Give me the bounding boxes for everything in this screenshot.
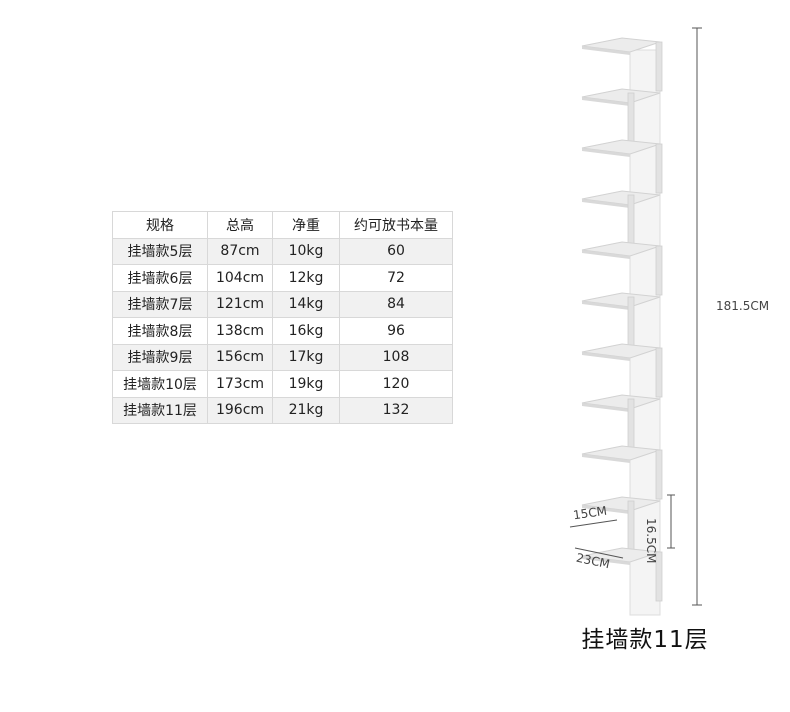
shelf-edge [582,148,630,157]
cell-weight: 19kg [272,370,340,398]
cell-spec: 挂墙款8层 [112,317,208,345]
cell-weight: 16kg [272,317,340,345]
shelf-divider [655,41,663,92]
table-header-row: 规格 总高 净重 约可放书本量 [112,211,453,239]
cell-weight: 10kg [272,237,340,265]
bookshelf-illustration: 181.5CM 15CM 16.5CM 23CM [545,20,769,620]
shelf-divider [627,296,635,347]
shelf-divider [627,194,635,245]
shelf-edge [582,250,630,259]
shelf-edge [582,97,630,106]
header-net-weight: 净重 [272,211,340,239]
shelf-edge [582,301,630,310]
shelf-divider [655,347,663,398]
shelf-edge [582,556,630,565]
cell-capacity: 60 [339,237,453,265]
header-book-capacity: 约可放书本量 [339,211,453,239]
cell-height: 196cm [207,396,273,424]
cell-height: 138cm [207,317,273,345]
cell-spec: 挂墙款10层 [112,370,208,398]
cell-height: 87cm [207,237,273,265]
cell-spec: 挂墙款6层 [112,264,208,292]
cell-spec: 挂墙款9层 [112,343,208,371]
cell-height: 173cm [207,370,273,398]
cell-height: 104cm [207,264,273,292]
depth-dimension-line [569,519,618,528]
product-caption: 挂墙款11层 [581,627,709,653]
shelf-edge [582,199,630,208]
shelf-divider [655,245,663,296]
cell-capacity: 120 [339,370,453,398]
cell-weight: 12kg [272,264,340,292]
spec-table: 规格 总高 净重 约可放书本量 挂墙款5层 87cm 10kg 60 挂墙款6层… [112,211,453,424]
shelf-edge [582,403,630,412]
cell-capacity: 72 [339,264,453,292]
width-dimension-line [574,547,624,559]
shelf-divider [627,398,635,449]
table-row: 挂墙款8层 138cm 16kg 96 [112,317,453,345]
table-row: 挂墙款11层 196cm 21kg 132 [112,396,453,424]
cell-spec: 挂墙款11层 [112,396,208,424]
cell-weight: 21kg [272,396,340,424]
shelf-edge [582,505,630,514]
table-row: 挂墙款5层 87cm 10kg 60 [112,237,453,265]
cell-height: 121cm [207,290,273,318]
table-row: 挂墙款9层 156cm 17kg 108 [112,343,453,371]
shelf-edge [582,352,630,361]
header-total-height: 总高 [207,211,273,239]
cell-capacity: 132 [339,396,453,424]
height-dimension-label: 181.5CM [716,299,770,313]
cell-spec: 挂墙款7层 [112,290,208,318]
shelf-divider [655,449,663,500]
bookshelf-drawing [569,27,702,616]
cell-weight: 14kg [272,290,340,318]
shelf-divider [627,500,635,551]
table-row: 挂墙款7层 121cm 14kg 84 [112,290,453,318]
cell-capacity: 108 [339,343,453,371]
shelf-divider [655,143,663,194]
cell-weight: 17kg [272,343,340,371]
table-row: 挂墙款6层 104cm 12kg 72 [112,264,453,292]
shelf-edge [582,454,630,463]
table-row: 挂墙款10层 173cm 19kg 120 [112,370,453,398]
cell-spec: 挂墙款5层 [112,237,208,265]
shelf-spacing-dimension-label: 16.5CM [644,518,658,564]
shelf-divider [627,92,635,143]
shelf-edge [582,46,630,55]
header-spec: 规格 [112,211,208,239]
cell-height: 156cm [207,343,273,371]
shelf-divider [655,551,663,602]
cell-capacity: 84 [339,290,453,318]
cell-capacity: 96 [339,317,453,345]
